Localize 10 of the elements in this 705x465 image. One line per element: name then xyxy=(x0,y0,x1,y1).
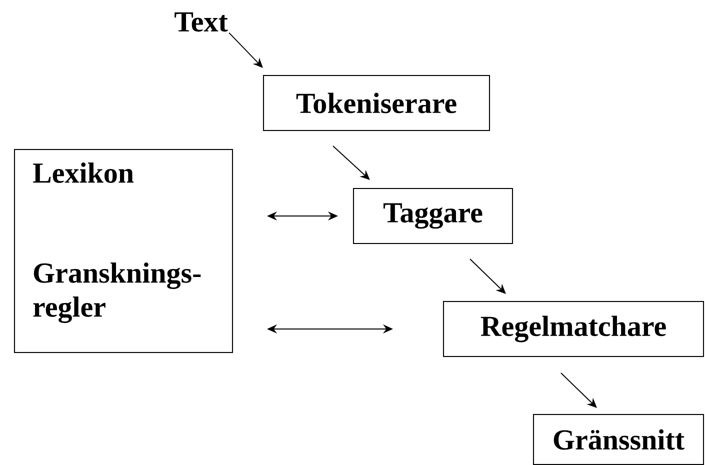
resource-box: Lexikon Gransknings- regler xyxy=(14,149,233,353)
arrow xyxy=(332,146,370,180)
process-box: Tokeniserare xyxy=(263,75,490,131)
arrow xyxy=(470,258,506,294)
arrow xyxy=(228,32,263,68)
process-box: Regelmatchare xyxy=(443,301,704,357)
arrow xyxy=(560,372,597,408)
process-box: Gränssnitt xyxy=(533,414,704,465)
input-label: Text xyxy=(174,12,228,32)
process-box: Taggare xyxy=(353,188,513,244)
